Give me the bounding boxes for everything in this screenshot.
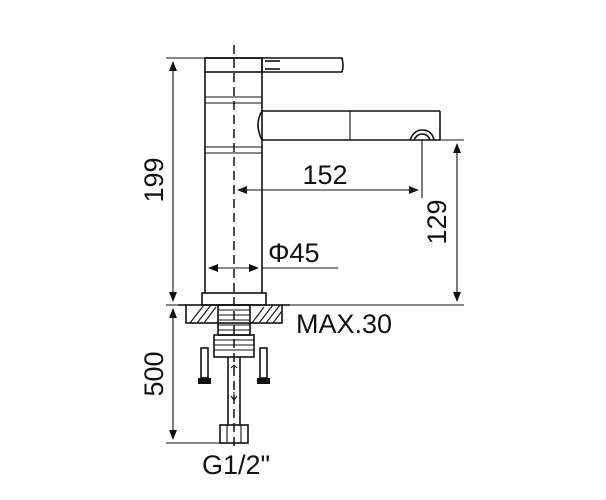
handle-cap [204,57,263,73]
max-deck-thickness-label: MAX.30 [296,309,392,339]
dimension-spout-height: 129 [282,139,464,306]
right-stud-bolt [257,347,270,384]
spout-joint [257,110,263,141]
dimension-hose-length: 500 [139,308,222,444]
overall-height-label: 199 [139,157,169,202]
dimension-body-diameter: Φ45 [208,238,338,272]
body-diameter-label: Φ45 [268,238,320,268]
deck-mount [178,304,290,444]
dimension-max-deck: MAX.30 [296,309,392,339]
connection-thread-label: G1/2" [202,450,270,480]
aerator [409,129,435,141]
handle-lever [205,57,344,73]
hose-length-label: 500 [139,351,169,396]
dimension-overall-height: 199 [139,57,205,306]
faucet-body [201,57,441,306]
spout-reach-label: 152 [302,160,347,190]
spout-height-label: 129 [422,199,452,244]
left-stud-bolt [198,347,211,384]
dimension-spout-reach: 152 [237,140,423,198]
